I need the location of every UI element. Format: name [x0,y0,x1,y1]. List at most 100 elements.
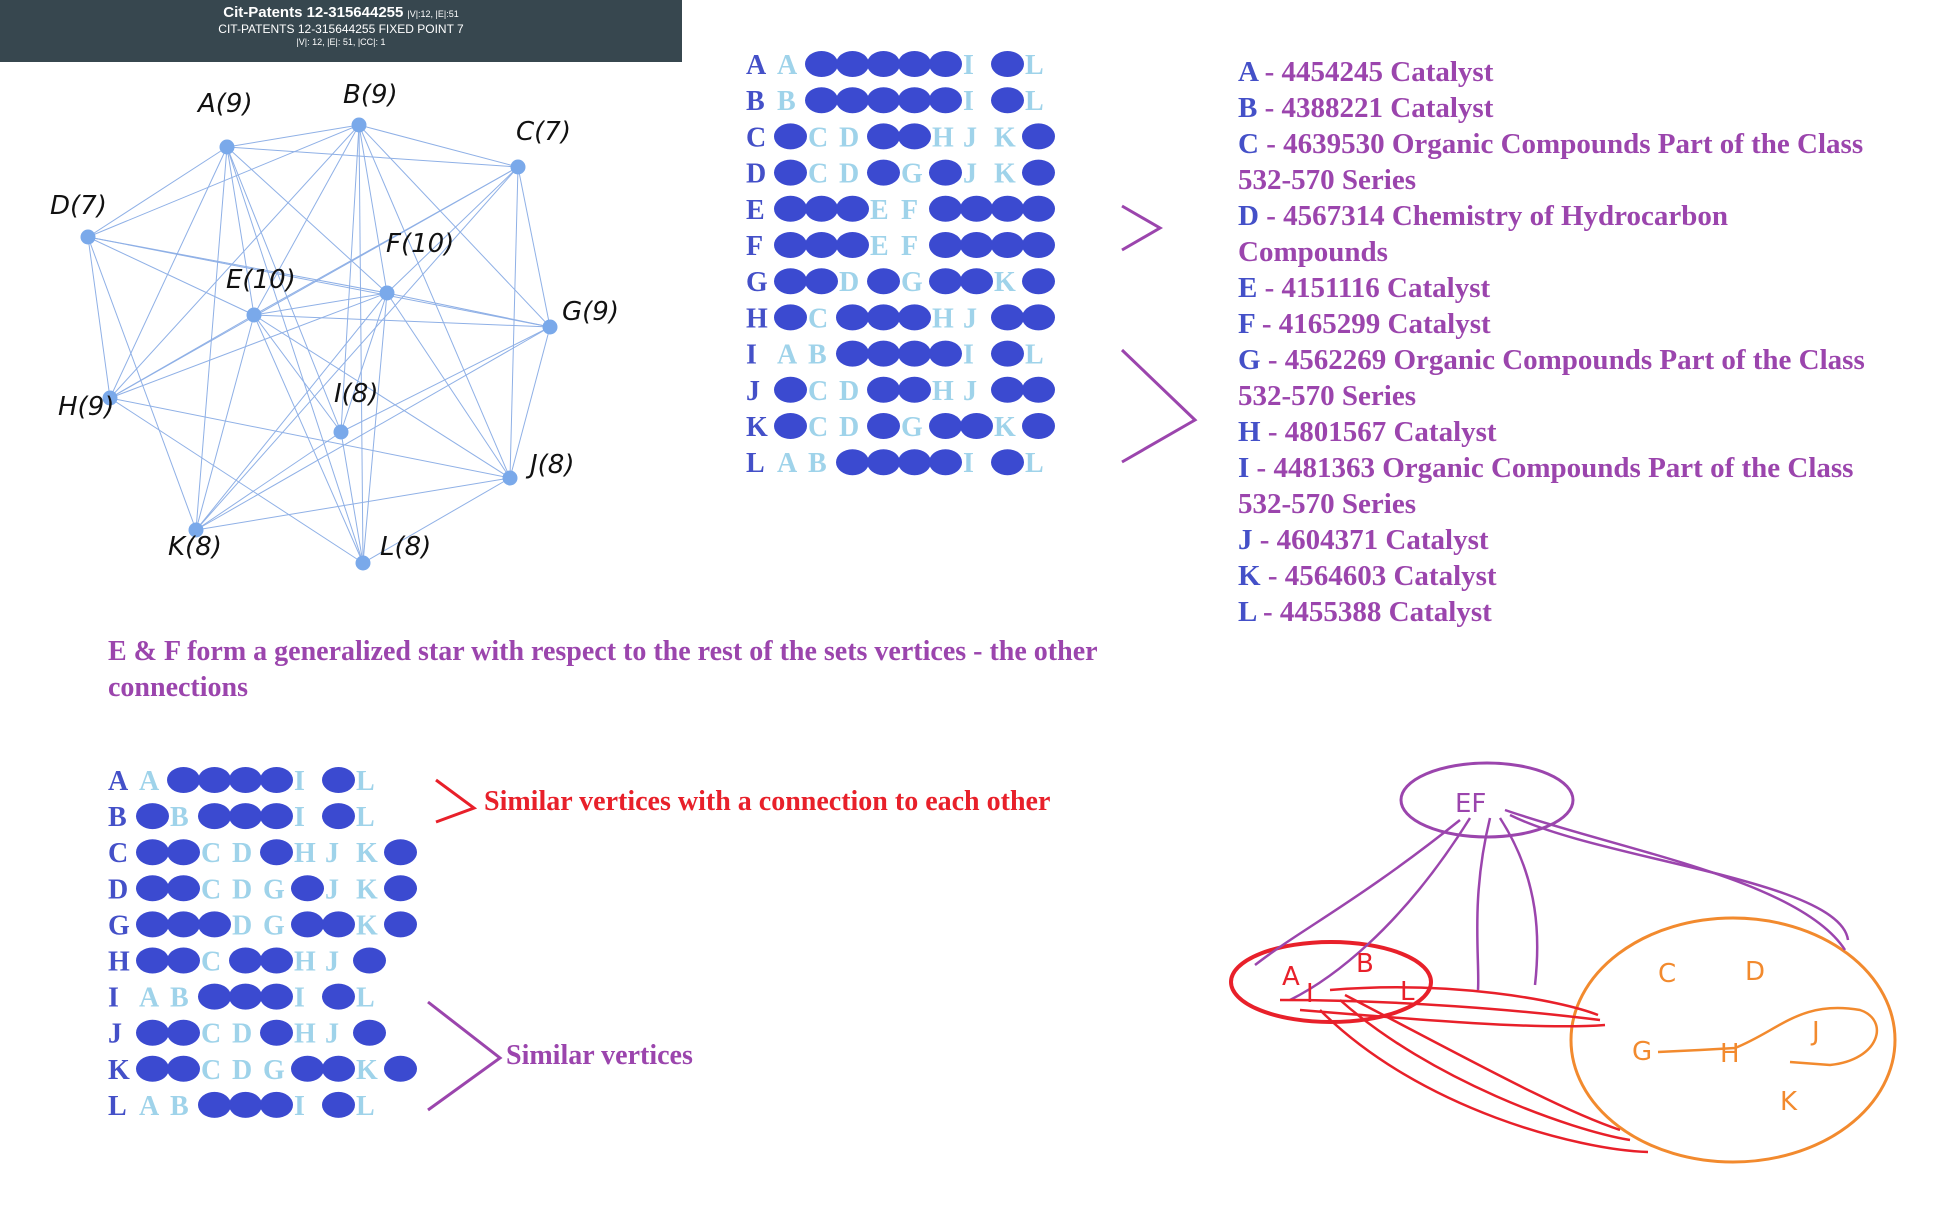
matrix-cell: K [356,838,378,869]
legend-text: - 4562269 Organic Compounds Part of the … [1268,344,1865,376]
graph-edge [341,432,363,563]
scribble-blob [836,196,869,222]
legend-text: - 4481363 Organic Compounds Part of the … [1257,452,1854,484]
scribble-blob [867,268,900,294]
red-connection-stroke [1320,1010,1648,1152]
scribble-blob [1022,377,1055,403]
legend-text: - 4388221 Catalyst [1265,92,1494,124]
scribble-blob [991,341,1024,367]
scribble-blob [867,413,900,439]
matrix-cell: J [325,947,339,978]
scribble-blob [384,1056,417,1082]
scribble-blob [167,911,200,937]
scribble-blob [774,160,807,186]
ef-connection-stroke [1500,818,1537,985]
scribble-blob [774,413,807,439]
scribble-blob [805,232,838,258]
scribble-blob [929,51,962,77]
matrix-cell: I [963,50,974,81]
scribble-blob [991,449,1024,475]
matrix-cell: I [963,86,974,117]
scribble-blob [198,803,231,829]
scribble-blob [384,911,417,937]
scribble-blob [898,341,931,367]
scribble-blob [136,1056,169,1082]
graph-node-label: H(9) [58,392,114,422]
scribble-blob [198,1092,231,1118]
scribble-blob [774,123,807,149]
graph-edge [88,237,110,398]
matrix-row-label: D [108,874,128,905]
matrix-cell: I [294,802,305,833]
matrix-top: AAILBBILCCDHJKDCDGJKEEFFEFGDGKHCHJIABILJ… [746,50,1055,479]
bracket-ijkl-bottom [428,1002,500,1110]
graph-node-label: E(10) [226,265,296,295]
scribble-blob [1022,304,1055,330]
scribble-blob [229,984,262,1010]
scribble-blob [774,196,807,222]
matrix-cell: I [294,766,305,797]
legend-key: H [1238,416,1268,448]
scribble-blob [867,87,900,113]
graph-node [220,140,235,155]
matrix-row-label: K [108,1055,130,1086]
matrix-cell: J [963,303,977,334]
legend-key: K [1238,560,1268,592]
legend-key: E [1238,272,1265,304]
matrix-cell: G [263,910,285,941]
scribble-blob [898,304,931,330]
legend-key: J [1238,524,1260,556]
graph-edge [510,167,518,478]
similar-vertices-annotation: Similar vertices [506,1040,693,1072]
legend-text: - 4801567 Catalyst [1268,416,1497,448]
scribble-blob [867,160,900,186]
matrix-cell: C [201,947,221,978]
legend-line: F - 4165299 Catalyst [1238,306,1928,342]
matrix-cell: D [232,910,252,941]
matrix-cell: C [808,376,828,407]
scribble-blob [774,377,807,403]
red-connection-stroke [1340,1000,1630,1140]
generalized-star-note: E & F form a generalized star with respe… [108,634,1148,706]
scribble-blob [991,232,1024,258]
scribble-blob [898,87,931,113]
grouping-sketch: EFABILCDGHJK [1231,763,1895,1162]
scribble-blob [136,1020,169,1046]
legend-line: D - 4567314 Chemistry of Hydrocarbon [1238,198,1928,234]
matrix-cell: L [356,983,375,1014]
matrix-cell: B [777,86,796,117]
scribble-blob [836,449,869,475]
matrix-row-label: H [108,947,130,978]
scribble-blob [322,1056,355,1082]
red-group-vertex: B [1356,949,1374,979]
matrix-cell: D [232,874,252,905]
graph-node-label: J(8) [525,450,575,480]
matrix-cell: D [839,122,859,153]
scribble-blob [836,232,869,258]
scribble-blob [867,123,900,149]
matrix-cell: D [232,1055,252,1086]
graph-edge [518,167,550,327]
scribble-blob [167,875,200,901]
scribble-blob [991,51,1024,77]
orange-group-vertex: H [1720,1039,1740,1069]
matrix-cell: A [139,983,160,1014]
matrix-cell: K [356,1055,378,1086]
matrix-cell: B [808,340,827,371]
scribble-blob [1022,123,1055,149]
legend-line: A - 4454245 Catalyst [1238,54,1928,90]
scribble-blob [929,341,962,367]
scribble-blob [929,196,962,222]
scribble-blob [322,911,355,937]
graph-node [503,471,518,486]
matrix-cell: K [994,159,1016,190]
matrix-cell: C [808,122,828,153]
matrix-cell: L [356,1091,375,1122]
scribble-blob [929,87,962,113]
scribble-blob [136,948,169,974]
graph-edge [196,478,510,530]
legend-key: I [1238,452,1257,484]
legend-text: - 4564603 Catalyst [1268,560,1497,592]
legend-key: F [1238,308,1262,340]
scribble-blob [991,377,1024,403]
